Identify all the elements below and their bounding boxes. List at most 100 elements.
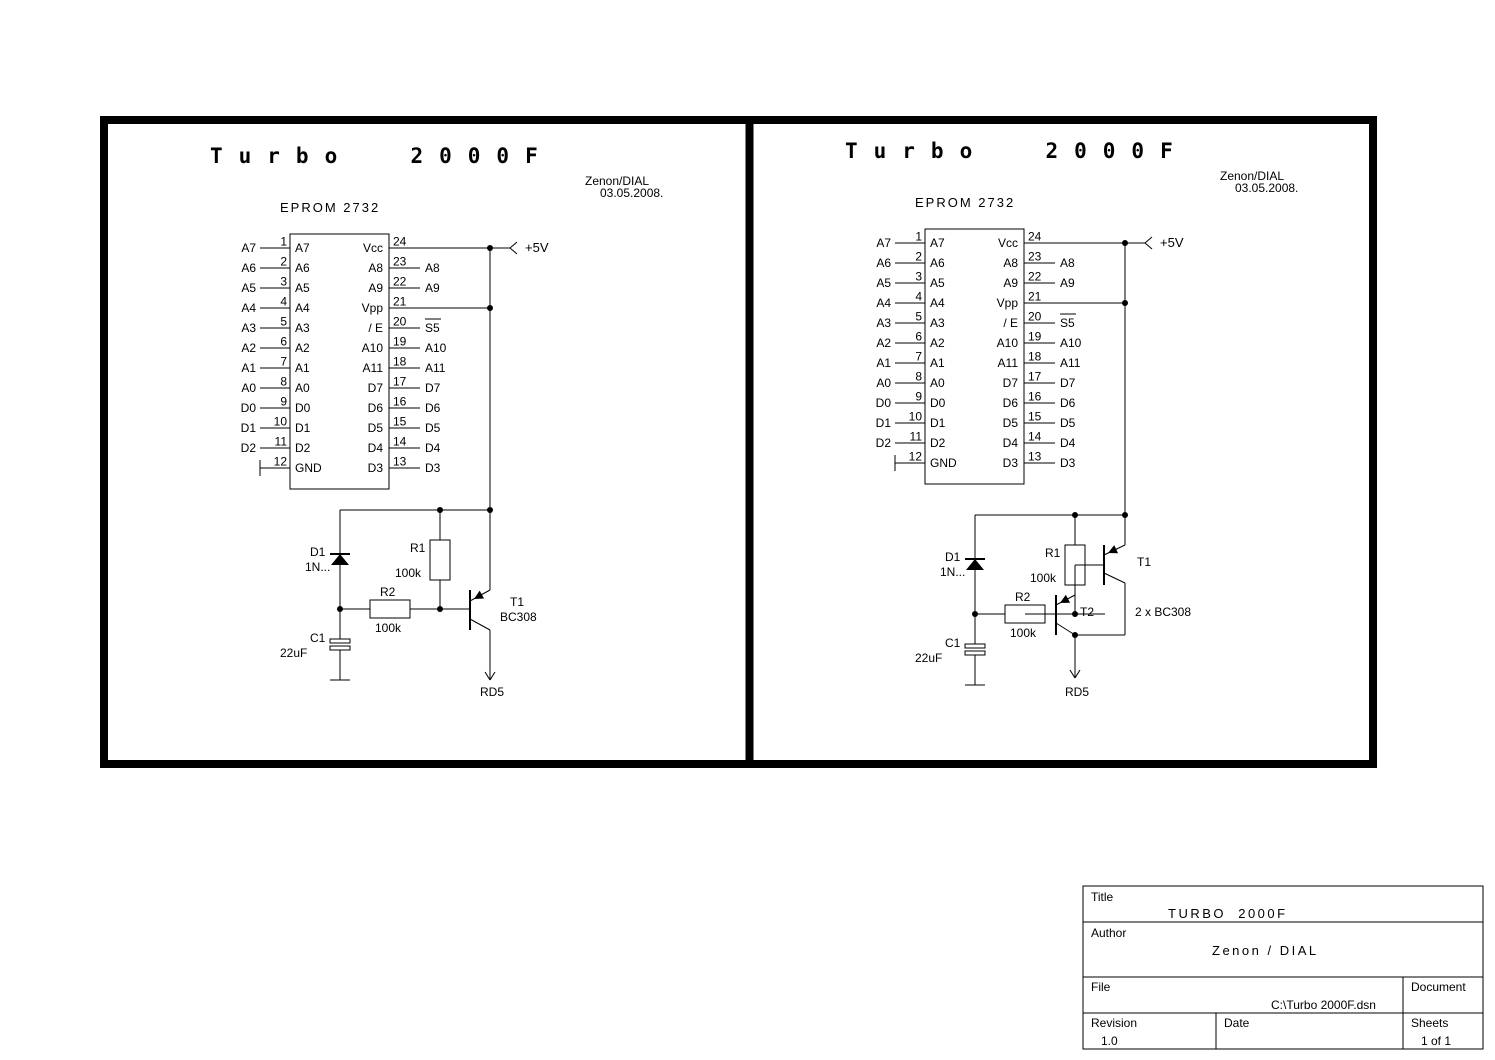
pin-name: A0 bbox=[295, 381, 310, 395]
resistor-value: 100k bbox=[1010, 626, 1037, 640]
supply-symbol bbox=[509, 247, 518, 255]
pin-name: D0 bbox=[930, 396, 946, 410]
pin-number: 2 bbox=[915, 250, 922, 264]
pin-number: 3 bbox=[280, 275, 287, 289]
pin-name: Vpp bbox=[362, 301, 384, 315]
pin-number: 11 bbox=[910, 430, 923, 444]
resistor-ref: R2 bbox=[1015, 590, 1031, 604]
resistor-ref: R1 bbox=[410, 541, 426, 555]
transistor-value: BC308 bbox=[500, 610, 537, 624]
pin-number: 19 bbox=[393, 335, 407, 349]
net-label: A1 bbox=[876, 356, 891, 370]
transistor-collector bbox=[1055, 622, 1076, 636]
pin-number: 10 bbox=[274, 415, 288, 429]
net-label: A8 bbox=[1060, 256, 1075, 270]
sheet-frame bbox=[100, 116, 1377, 768]
net-label: A5 bbox=[876, 276, 891, 290]
title-block-frame bbox=[1082, 885, 1484, 1050]
transistor-collector bbox=[469, 618, 491, 631]
net-label: D4 bbox=[425, 441, 441, 455]
net-label: A0 bbox=[876, 376, 891, 390]
emitter-arrow bbox=[474, 590, 485, 599]
pin-name: D1 bbox=[930, 416, 946, 430]
pin-name: A6 bbox=[295, 261, 310, 275]
revision-label: Revision bbox=[1091, 1016, 1137, 1030]
pin-name: A8 bbox=[1003, 256, 1018, 270]
author-label: Author bbox=[1091, 926, 1126, 940]
pin-number: 11 bbox=[275, 435, 288, 449]
pin-number: 24 bbox=[393, 235, 407, 249]
net-label: D2 bbox=[876, 436, 892, 450]
pin-number: 16 bbox=[1028, 390, 1042, 404]
author-line: Zenon/DIAL bbox=[585, 174, 649, 188]
pin-number: 10 bbox=[909, 410, 923, 424]
net-label: D2 bbox=[241, 441, 257, 455]
right-pin: 21 Vpp bbox=[997, 290, 1124, 310]
pin-name: A6 bbox=[930, 256, 945, 270]
net-label: A4 bbox=[876, 296, 891, 310]
net-label: D1 bbox=[876, 416, 892, 430]
capacitor-plate bbox=[329, 638, 351, 644]
pin-name: A0 bbox=[930, 376, 945, 390]
pin-name: Vpp bbox=[997, 296, 1019, 310]
supply-label: +5V bbox=[525, 240, 549, 255]
net-label: D5 bbox=[425, 421, 441, 435]
pin-number: 5 bbox=[915, 310, 922, 324]
pin-number: 3 bbox=[915, 270, 922, 284]
pin-number: 19 bbox=[1028, 330, 1042, 344]
left-pin: 10 D1 D1 bbox=[876, 410, 946, 431]
supply-symbol bbox=[509, 241, 518, 249]
pin-number: 8 bbox=[280, 375, 287, 389]
net-label: A11 bbox=[425, 361, 446, 375]
file-label: File bbox=[1091, 980, 1111, 994]
pin-number: 14 bbox=[393, 435, 407, 449]
net-label: D5 bbox=[1060, 416, 1076, 430]
transistor-ref: T1 bbox=[1137, 555, 1151, 569]
pin-number: 6 bbox=[915, 330, 922, 344]
pin-number: 22 bbox=[393, 275, 407, 289]
pin-number: 23 bbox=[1028, 250, 1042, 264]
diode-d1: D11N... bbox=[940, 515, 985, 614]
capacitor-plate bbox=[964, 643, 986, 649]
net-label: D7 bbox=[1060, 376, 1076, 390]
revision-value: 1.0 bbox=[1101, 1034, 1118, 1048]
emitter-arrow bbox=[1060, 594, 1071, 603]
pin-number: 2 bbox=[280, 255, 287, 269]
pin-name: D6 bbox=[368, 401, 384, 415]
pin-name: D4 bbox=[368, 441, 384, 455]
pin-number: 15 bbox=[393, 415, 407, 429]
diode-triangle bbox=[966, 559, 984, 570]
sheets-value: 1 of 1 bbox=[1421, 1034, 1451, 1048]
date-line: 03.05.2008. bbox=[600, 186, 663, 200]
supply-symbol bbox=[1144, 236, 1153, 244]
document-label: Document bbox=[1411, 980, 1466, 994]
pin-number: 13 bbox=[393, 455, 407, 469]
date-label: Date bbox=[1224, 1016, 1250, 1030]
resistor-body bbox=[429, 539, 451, 581]
pin-number: 4 bbox=[915, 290, 922, 304]
net-label: A2 bbox=[876, 336, 891, 350]
pin-name: A4 bbox=[295, 301, 310, 315]
pin-number: 1 bbox=[915, 230, 922, 244]
pin-number: 5 bbox=[280, 315, 287, 329]
supply-symbol bbox=[1144, 242, 1153, 250]
net-label: D7 bbox=[425, 381, 441, 395]
pin-number: 21 bbox=[1028, 290, 1042, 304]
diode-d1: D11N... bbox=[305, 510, 350, 609]
